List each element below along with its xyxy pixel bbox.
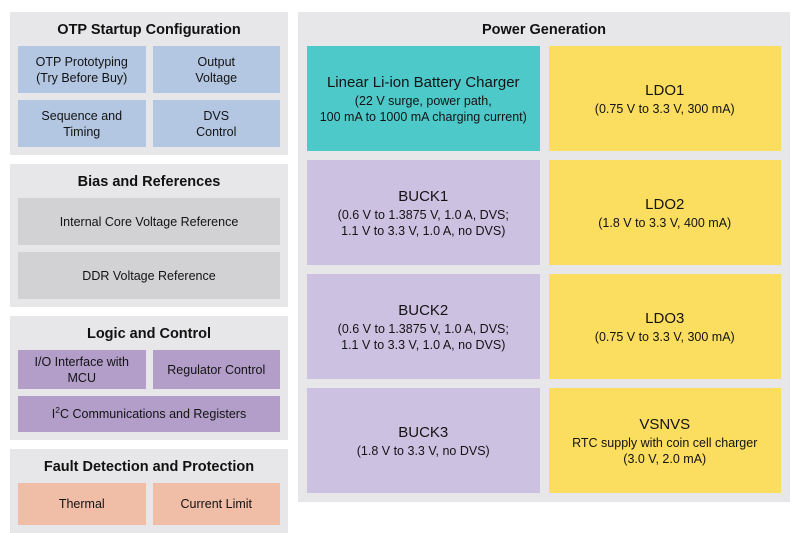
block-title: BUCK1 — [398, 187, 449, 205]
block-ldo1[interactable]: LDO1 (0.75 V to 3.3 V, 300 mA) — [548, 46, 781, 151]
block-i2c-communications-and-registers[interactable]: I2C Communications and Registers — [18, 396, 280, 432]
block-sub-1: (1.8 V to 3.3 V, 400 mA) — [598, 215, 732, 230]
panel-logic-and-control: Logic and Control I/O Interface with MCU… — [10, 316, 288, 440]
block-title: LDO2 — [645, 195, 685, 213]
block-title: LDO3 — [645, 309, 685, 327]
block-title: VSNVS — [639, 415, 691, 433]
block-line-1: I/O Interface with MCU — [34, 354, 129, 385]
block-current-limit[interactable]: Current Limit — [152, 483, 280, 525]
panel-power-generation: Power Generation Linear Li-ion Battery C… — [298, 12, 790, 502]
block-ldo3[interactable]: LDO3 (0.75 V to 3.3 V, 300 mA) — [548, 274, 781, 379]
block-sub-1: (0.75 V to 3.3 V, 300 mA) — [594, 329, 735, 344]
block-sub-2: 1.1 V to 3.3 V, 1.0 A, no DVS) — [341, 223, 506, 238]
block-title: BUCK3 — [398, 423, 449, 441]
block-line-1: I2C Communications and Registers — [52, 406, 246, 422]
block-line-1: Current Limit — [180, 497, 253, 511]
block-sub-2: 1.1 V to 3.3 V, 1.0 A, no DVS) — [341, 337, 506, 352]
block-sub-1: RTC supply with coin cell charger — [572, 435, 758, 450]
block-title: BUCK2 — [398, 301, 449, 319]
block-buck1[interactable]: BUCK1 (0.6 V to 1.3875 V, 1.0 A, DVS; 1.… — [307, 160, 540, 265]
panel-title-power-generation: Power Generation — [481, 22, 607, 38]
panel-bias-and-references: Bias and References Internal Core Voltag… — [10, 164, 288, 307]
block-buck3[interactable]: BUCK3 (1.8 V to 3.3 V, no DVS) — [307, 388, 540, 493]
block-sub-1: (0.6 V to 1.3875 V, 1.0 A, DVS; — [337, 321, 509, 336]
logic-row-2: I2C Communications and Registers — [18, 396, 280, 432]
panel-title-bias: Bias and References — [77, 174, 221, 190]
block-diagram: OTP Startup Configuration OTP Prototypin… — [10, 12, 790, 533]
block-sub-2: (3.0 V, 2.0 mA) — [623, 451, 707, 466]
panel-title-otp: OTP Startup Configuration — [57, 22, 241, 38]
panel-fault-detection-and-protection: Fault Detection and Protection Thermal C… — [10, 449, 288, 533]
block-line-1: Thermal — [58, 497, 105, 511]
block-sub-2: 100 mA to 1000 mA charging current) — [319, 109, 527, 124]
otp-row-2: Sequence and Timing DVS Control — [18, 100, 280, 147]
power-generation-grid: Linear Li-ion Battery Charger (22 V surg… — [307, 46, 781, 493]
power-generation-column-left: Linear Li-ion Battery Charger (22 V surg… — [307, 46, 540, 493]
fault-row-1: Thermal Current Limit — [18, 483, 280, 525]
left-column: OTP Startup Configuration OTP Prototypin… — [10, 12, 288, 533]
block-line-2: Timing — [63, 124, 101, 139]
block-output-voltage[interactable]: Output Voltage — [152, 46, 280, 93]
block-line-1: Output — [197, 54, 236, 69]
panel-otp-startup-configuration: OTP Startup Configuration OTP Prototypin… — [10, 12, 288, 155]
block-line-1: OTP Prototyping — [35, 54, 128, 69]
block-sub-1: (22 V surge, power path, — [354, 93, 492, 108]
block-title: LDO1 — [645, 81, 685, 99]
block-internal-core-voltage-reference[interactable]: Internal Core Voltage Reference — [18, 198, 280, 245]
block-line-1: DVS — [203, 108, 230, 123]
block-sub-1: (0.6 V to 1.3875 V, 1.0 A, DVS; — [337, 207, 509, 222]
block-thermal[interactable]: Thermal — [18, 483, 146, 525]
block-sub-1: (1.8 V to 3.3 V, no DVS) — [356, 443, 490, 458]
block-ddr-voltage-reference[interactable]: DDR Voltage Reference — [18, 252, 280, 299]
bias-row-1: Internal Core Voltage Reference — [18, 198, 280, 245]
block-ldo2[interactable]: LDO2 (1.8 V to 3.3 V, 400 mA) — [548, 160, 781, 265]
block-line-1: Internal Core Voltage Reference — [59, 214, 239, 229]
i2c-superscript: 2 — [55, 404, 60, 415]
i2c-suffix: C Communications and Registers — [60, 407, 247, 421]
block-regulator-control[interactable]: Regulator Control — [152, 350, 280, 389]
block-vsnvs[interactable]: VSNVS RTC supply with coin cell charger … — [548, 388, 781, 493]
panel-title-fault: Fault Detection and Protection — [43, 459, 255, 475]
block-line-2: Control — [196, 124, 237, 139]
block-sequence-and-timing[interactable]: Sequence and Timing — [18, 100, 146, 147]
block-otp-prototyping[interactable]: OTP Prototyping (Try Before Buy) — [18, 46, 146, 93]
bias-row-2: DDR Voltage Reference — [18, 252, 280, 299]
power-generation-column-right: LDO1 (0.75 V to 3.3 V, 300 mA) LDO2 (1.8… — [548, 46, 781, 493]
block-line-1: Sequence and — [41, 108, 123, 123]
block-line-2: (Try Before Buy) — [36, 70, 128, 85]
block-io-interface-with-mcu[interactable]: I/O Interface with MCU — [18, 350, 146, 389]
logic-row-1: I/O Interface with MCU Regulator Control — [18, 350, 280, 389]
block-line-2: Voltage — [195, 70, 238, 85]
block-dvs-control[interactable]: DVS Control — [152, 100, 280, 147]
panel-title-logic: Logic and Control — [86, 326, 212, 342]
block-line-1: Regulator Control — [167, 362, 266, 377]
block-title: Linear Li-ion Battery Charger — [326, 73, 520, 91]
otp-row-1: OTP Prototyping (Try Before Buy) Output … — [18, 46, 280, 93]
block-linear-li-ion-battery-charger[interactable]: Linear Li-ion Battery Charger (22 V surg… — [307, 46, 540, 151]
block-sub-1: (0.75 V to 3.3 V, 300 mA) — [594, 101, 735, 116]
i2c-prefix: I — [51, 407, 56, 421]
block-buck2[interactable]: BUCK2 (0.6 V to 1.3875 V, 1.0 A, DVS; 1.… — [307, 274, 540, 379]
block-line-1: DDR Voltage Reference — [82, 268, 216, 283]
